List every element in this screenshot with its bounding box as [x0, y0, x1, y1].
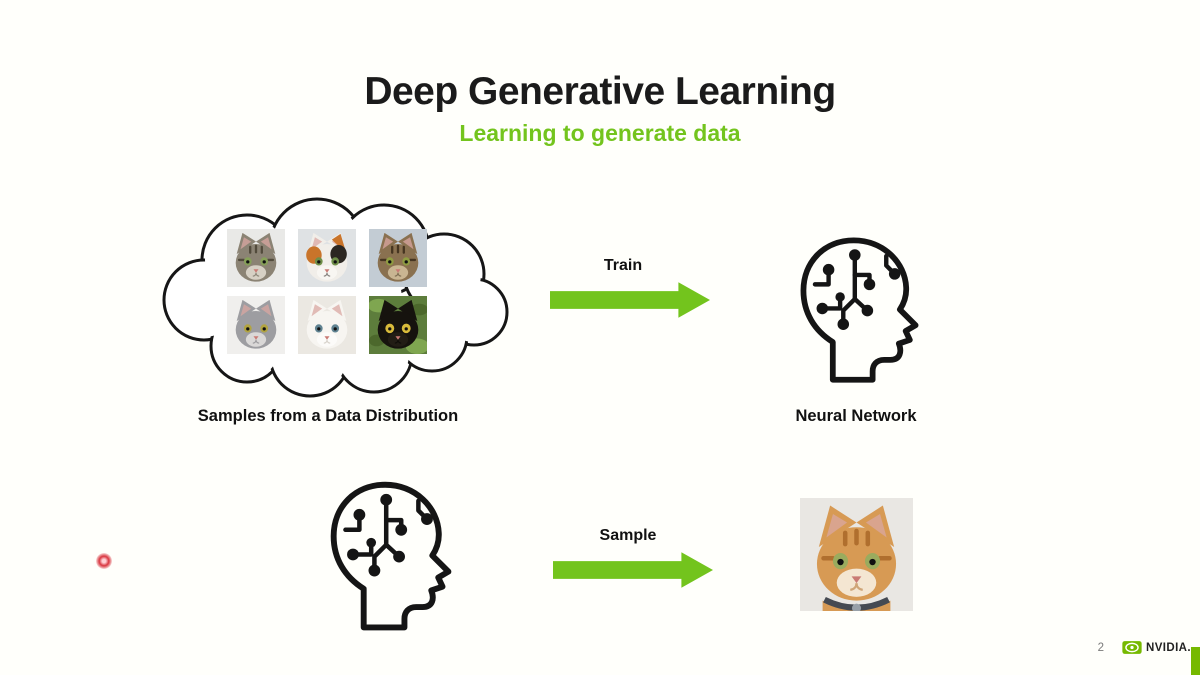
page-number: 2 [1097, 642, 1104, 654]
calico-cat [298, 229, 356, 287]
white-cat [298, 296, 356, 354]
slide-title: Deep Generative Learning [364, 70, 836, 113]
orange-tabby-cat [800, 498, 913, 611]
slide-subtitle: Learning to generate data [459, 120, 741, 146]
train-label: Train [603, 257, 643, 274]
nvidia-wordmark: NVIDIA. [1146, 641, 1191, 654]
laser-pointer-dot [96, 553, 112, 569]
neural-network-caption: Neural Network [795, 407, 917, 425]
generator-head-icon [330, 481, 452, 631]
nvidia-logo: NVIDIA. [1122, 640, 1191, 655]
cat-sample-grid [227, 229, 427, 354]
neural-network-head-icon [800, 237, 919, 383]
sample-arrow-icon [553, 552, 713, 588]
gray-tabby-cat [227, 229, 285, 287]
nvidia-eye-icon [1122, 641, 1142, 654]
train-arrow-icon [550, 282, 710, 318]
slide-accent-bar [1191, 647, 1200, 675]
samples-caption: Samples from a Data Distribution [197, 407, 459, 425]
brown-tabby-cat [369, 229, 427, 287]
data-distribution-cloud [152, 196, 512, 404]
gray-cat [227, 296, 285, 354]
sample-label: Sample [599, 527, 657, 544]
black-cat [369, 296, 427, 354]
